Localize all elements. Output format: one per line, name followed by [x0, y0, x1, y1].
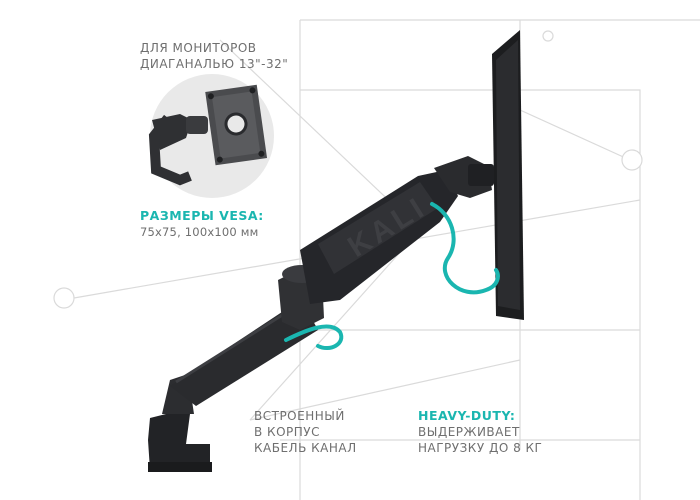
guide-node-left [53, 287, 75, 309]
heavy-duty-line1: выдерживает [418, 425, 520, 439]
monitor-size-line1: Для мониторов [140, 41, 257, 55]
desk-clamp [148, 412, 210, 470]
heavy-duty-caption: выдерживает нагрузку до 8 кг [418, 424, 568, 456]
monitor-arm: KALI [148, 156, 494, 472]
cable [284, 202, 500, 351]
vesa-bracket-inset [148, 74, 274, 198]
cable-line3: кабель канал [254, 441, 357, 455]
heavy-duty-title: Heavy-duty: [418, 408, 516, 423]
monitor-size-caption: Для мониторов диаганалью 13"-32" [140, 40, 340, 72]
monitor-side-view [492, 30, 524, 320]
lower-arm [170, 308, 318, 406]
cable-channel-caption: Встроенный в корпус кабель канал [254, 408, 404, 456]
vesa-value: 75x75, 100x100 мм [140, 225, 259, 239]
monitor-size-line2: диаганалью 13"-32" [140, 57, 289, 71]
guide-node-right [621, 149, 643, 171]
heavy-duty-line2: нагрузку до 8 кг [418, 441, 543, 455]
cable-line1: Встроенный [254, 409, 345, 423]
vesa-title: Размеры VESA: [140, 208, 264, 223]
guide-node-top [542, 30, 554, 42]
cable-line2: в корпус [254, 425, 320, 439]
